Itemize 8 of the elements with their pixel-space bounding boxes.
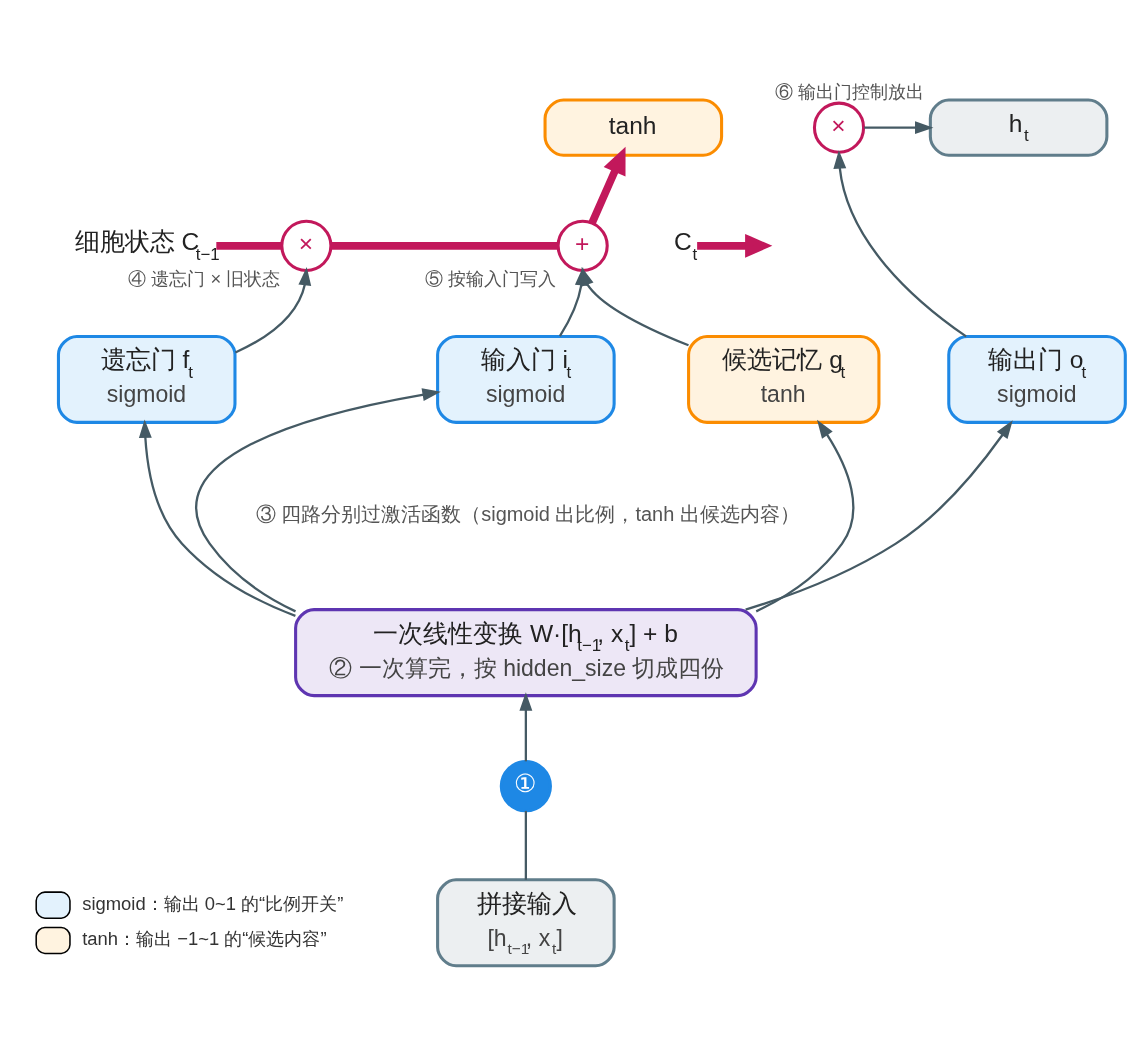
label: ③ 四路分别过激活函数（sigmoid 出比例，tanh 出候选内容） <box>255 502 800 525</box>
node-text: C$_{t}$ <box>674 227 698 264</box>
node-label: ⑤ 按输入门写入 <box>424 267 556 289</box>
node-label: ④ 遗忘门 × 旧状态 <box>128 267 281 289</box>
node-label: ⑥ 输出门控制放出 <box>775 80 925 102</box>
legend-label: sigmoid：输出 0~1 的“比例开关” <box>82 892 344 914</box>
node-text: 细胞状态 C$_{t−1}$ <box>74 227 220 264</box>
legend-label: tanh：输出 −1~1 的“候选内容” <box>82 927 327 949</box>
